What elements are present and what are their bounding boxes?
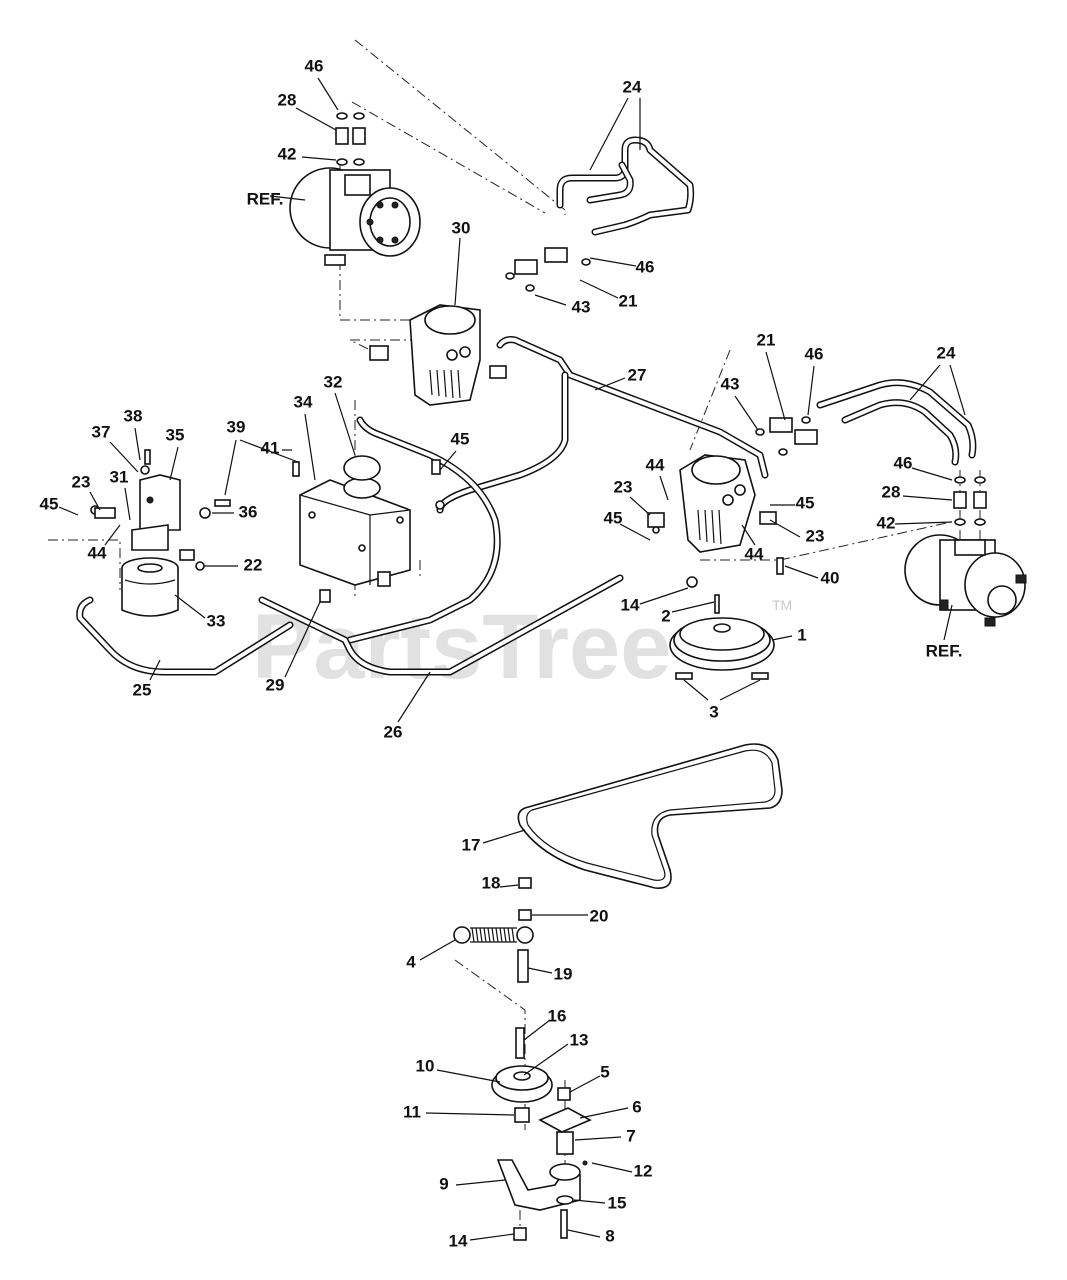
- callout-29: 29: [266, 675, 285, 694]
- watermark: PartsTree TM: [252, 596, 792, 698]
- callout-14: 14: [449, 1231, 468, 1250]
- callout-39: 39: [227, 417, 246, 436]
- callout-21: 21: [757, 330, 776, 349]
- idler-pulley: [491, 1027, 553, 1123]
- idler-spring: [453, 926, 534, 944]
- callout-23: 23: [614, 477, 633, 496]
- idler-arm: [496, 1087, 592, 1241]
- watermark-tm: TM: [772, 597, 792, 613]
- oil-filter: [121, 557, 179, 617]
- callout-42: 42: [278, 144, 297, 163]
- callout-28: 28: [278, 90, 297, 109]
- leader-lines: [58, 77, 966, 1241]
- callout-44: 44: [88, 543, 107, 562]
- callout-46: 46: [305, 56, 324, 75]
- pump-pulley: [669, 617, 775, 680]
- callout-23: 23: [806, 526, 825, 545]
- fittings-right: [953, 476, 987, 526]
- callout-20: 20: [590, 906, 609, 925]
- callout-42: 42: [877, 513, 896, 532]
- callout-44: 44: [646, 455, 665, 474]
- callout-45: 45: [796, 493, 815, 512]
- callout-7: 7: [626, 1126, 635, 1145]
- callout-24: 24: [937, 343, 956, 362]
- reservoir-tank: [299, 455, 411, 587]
- callout-30: 30: [452, 218, 471, 237]
- callout-34: 34: [294, 392, 313, 411]
- pump-lower: [647, 454, 777, 553]
- callout-11: 11: [403, 1102, 421, 1121]
- watermark-text: PartsTree: [252, 596, 671, 698]
- callout-22: 22: [244, 555, 263, 574]
- filter-bracket: [131, 474, 181, 551]
- callout-18: 18: [482, 873, 501, 892]
- callout-32: 32: [324, 372, 343, 391]
- callout-23: 23: [72, 472, 91, 491]
- callout-ref: REF.: [247, 189, 284, 208]
- callout-46: 46: [636, 257, 655, 276]
- callout-46: 46: [805, 344, 824, 363]
- callout-45: 45: [40, 494, 59, 513]
- callout-5: 5: [600, 1062, 609, 1081]
- callout-35: 35: [166, 425, 185, 444]
- callout-33: 33: [207, 611, 226, 630]
- callout-44: 44: [745, 544, 764, 563]
- callout-38: 38: [124, 406, 143, 425]
- callout-43: 43: [572, 297, 591, 316]
- callout-25: 25: [133, 680, 152, 699]
- callout-19: 19: [554, 964, 573, 983]
- idler-hardware: [517, 877, 532, 983]
- callout-3: 3: [709, 702, 718, 721]
- callout-28: 28: [882, 482, 901, 501]
- callout-16: 16: [548, 1006, 567, 1025]
- callout-ref: REF.: [926, 641, 963, 660]
- wheel-motor-left: [289, 167, 421, 266]
- wheel-motor-right: [904, 534, 1027, 627]
- callout-37: 37: [92, 422, 111, 441]
- callout-36: 36: [239, 502, 258, 521]
- callout-9: 9: [439, 1174, 448, 1193]
- callout-2: 2: [661, 606, 670, 625]
- callout-41: 41: [261, 438, 280, 457]
- callout-1: 1: [797, 625, 806, 644]
- callout-8: 8: [605, 1226, 614, 1245]
- callout-15: 15: [608, 1193, 627, 1212]
- callout-26: 26: [384, 722, 403, 741]
- drive-belt: [517, 743, 783, 889]
- pump-upper: [369, 304, 507, 406]
- callout-43: 43: [721, 374, 740, 393]
- callout-14: 14: [621, 595, 640, 614]
- callout-45: 45: [604, 508, 623, 527]
- callout-17: 17: [462, 835, 481, 854]
- callout-24: 24: [623, 77, 642, 96]
- callout-13: 13: [570, 1030, 589, 1049]
- callout-31: 31: [110, 467, 129, 486]
- callout-40: 40: [821, 568, 840, 587]
- callout-10: 10: [416, 1056, 435, 1075]
- callout-27: 27: [628, 365, 647, 384]
- callout-45: 45: [451, 429, 470, 448]
- hydraulic-lines: [76, 136, 977, 676]
- fittings-left: [335, 112, 366, 166]
- callout-4: 4: [406, 952, 416, 971]
- small-hardware: [90, 247, 818, 614]
- callout-21: 21: [619, 291, 638, 310]
- callout-46: 46: [894, 453, 913, 472]
- callout-6: 6: [632, 1097, 641, 1116]
- callout-12: 12: [634, 1161, 653, 1180]
